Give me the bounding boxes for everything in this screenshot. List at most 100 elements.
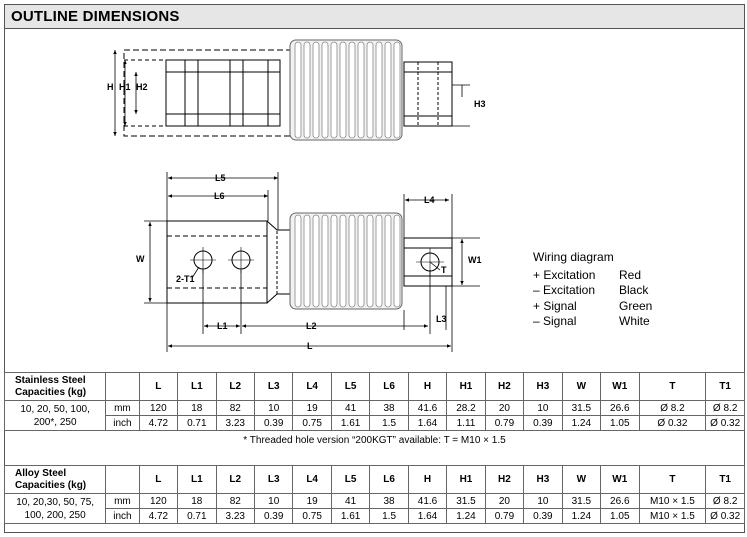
unit-cell: mm [105,400,140,416]
label-L3: L3 [436,314,447,324]
label-T1: 2-T1 [176,274,195,284]
column-header: H3 [523,465,563,494]
bellows-ribs-side [294,41,401,139]
label-L: L [307,341,313,351]
column-header: L1 [177,465,217,494]
table-cell: 28.2 [446,400,486,416]
dimension-labels: H H1 H2 H3 L5 L6 L4 W W1 T 2-T1 L1 L2 L3… [107,82,486,351]
table-cell: Ø 0.32 [705,508,745,524]
column-header: H2 [484,465,525,494]
table-cell: 1.64 [407,415,448,431]
column-header: H3 [523,372,563,401]
table-cell: 82 [215,493,255,509]
table-cell: 1.5 [369,508,409,524]
wiring-row: + Signal Green [533,299,652,315]
bellows-rib [339,214,347,308]
table-cell: Ø 8.2 [705,400,745,416]
table-cell: M10 × 1.5 [638,493,707,509]
table-cell: 31.5 [561,493,602,509]
table-cell: 38 [369,493,409,509]
table-cell: 0.39 [523,415,563,431]
table-cell: 18 [177,493,217,509]
label-W: W [136,254,145,264]
table-cell: 4.72 [138,415,179,431]
wiring-signal: + Signal [533,298,577,313]
wiring-color: White [619,314,650,328]
bellows-rib [321,214,329,308]
table-cell: 18 [177,400,217,416]
table-cell: 31.5 [561,400,602,416]
bellows-rib [366,214,374,308]
table-cell: 4.72 [138,508,179,524]
table-cell: 1.5 [369,415,409,431]
table-cell: 1.24 [561,508,602,524]
bellows-rib [294,41,302,139]
column-header: T1 [705,465,745,494]
table-row-mm: 10, 20, 50, 100,200*, 250 mm 120 18 82 1… [3,400,745,431]
column-header: L6 [369,372,409,401]
bellows-rib [303,214,311,308]
table-cell: 0.79 [484,415,525,431]
column-header: L6 [369,465,409,494]
table-cell: 1.64 [407,508,448,524]
label-L1: L1 [217,321,228,331]
table-cell: Ø 0.32 [705,415,745,431]
table-cell: 1.61 [330,415,371,431]
table-cell: 0.71 [177,415,217,431]
column-header: L5 [330,372,371,401]
table-cell: 120 [138,400,179,416]
table-cell: 10 [523,400,563,416]
column-header: T [638,372,707,401]
column-header: L5 [330,465,371,494]
table-cell: Ø 8.2 [638,400,707,416]
column-header: T1 [705,372,745,401]
table-cell: 1.24 [561,415,602,431]
table-cell: 20 [484,493,525,509]
column-header: L [138,465,179,494]
bellows-rib [330,41,338,139]
capacity-cell: 10, 20, 50, 100,200*, 250 [3,400,107,431]
table-cell: 19 [292,493,332,509]
bellows-rib [357,214,365,308]
column-header: L1 [177,372,217,401]
column-header: L3 [253,372,294,401]
unit-heading [105,465,140,494]
bellows-rib [384,41,392,139]
column-header: W [561,465,602,494]
table-cell: 41.6 [407,493,448,509]
column-header: H1 [446,372,486,401]
wiring-title: Wiring diagram [533,250,614,264]
column-header: W [561,372,602,401]
bellows-rib [366,41,374,139]
wiring-color: Green [619,298,653,313]
label-H1: H1 [119,82,131,92]
table-cell: 0.39 [253,415,294,431]
unit-heading [105,372,140,401]
table-cell: 41 [330,493,371,509]
bellows-rib [312,214,320,308]
bellows-rib [294,214,302,308]
label-T: T [441,265,447,275]
table-cell: 0.71 [177,508,217,524]
table-cell: 10 [253,493,294,509]
column-header: H [407,372,448,401]
column-header: H1 [446,465,486,494]
column-header: L4 [292,465,332,494]
section-title: OUTLINE DIMENSIONS [11,8,180,25]
column-header: L2 [215,372,255,401]
label-H2: H2 [136,82,148,92]
table-cell: 1.11 [446,415,486,431]
wiring-color: Black [619,283,649,297]
bellows-rib [393,41,401,139]
bellows-ribs-top [294,214,401,308]
bellows-rib [348,214,356,308]
table-cell: 0.39 [253,508,294,524]
label-L2: L2 [306,321,317,331]
unit-cell: mm [105,493,140,509]
